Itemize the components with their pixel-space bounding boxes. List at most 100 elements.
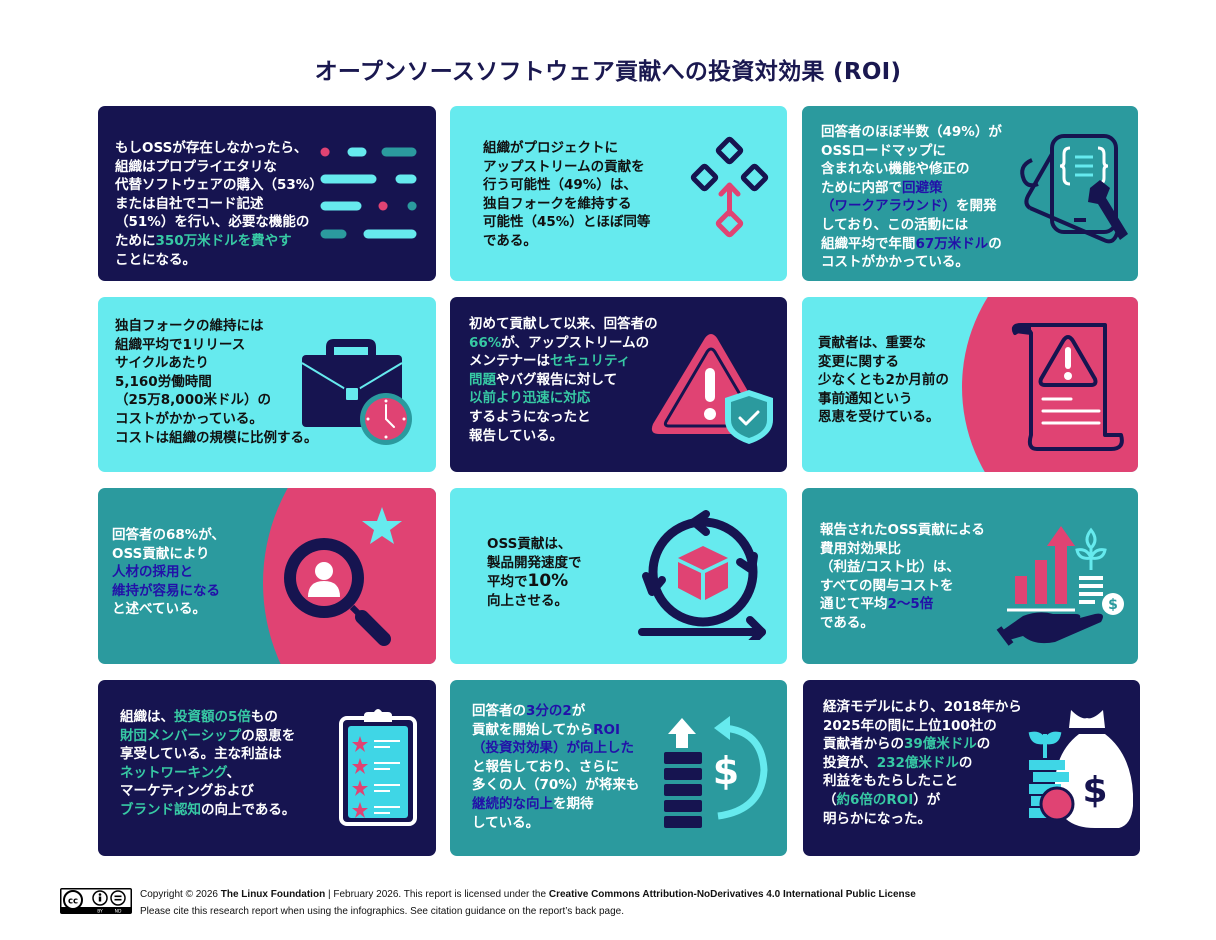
card-text: 報告されたOSS貢献による費用対効果比 （利益/コスト比）は、すべての関与コストを…	[820, 521, 985, 633]
text-segment: コストがかかっている。	[115, 410, 263, 427]
svg-text:ND: ND	[115, 909, 122, 915]
text-line: 向上させる。	[487, 592, 582, 611]
text-segment: 貢献者は、重要な	[818, 335, 926, 351]
text-line: と報告しており、さらに	[472, 758, 639, 777]
text-segment: 事前通知という	[818, 390, 913, 407]
text-segment: もしOSSが存在しなかったら、	[115, 140, 308, 156]
text-segment: （25万8,000米ドル）の	[115, 392, 271, 409]
license-link[interactable]: Creative Commons Attribution-NoDerivativ…	[548, 889, 916, 900]
card-text: 回答者の3分の2が貢献を開始してからROI（投資対効果）が向上したと報告しており…	[472, 702, 639, 832]
text-segment: もの	[250, 709, 278, 725]
citation-line: Please cite this research report when us…	[140, 906, 624, 917]
text-segment: 費用対効果比	[820, 540, 901, 557]
card-text: OSS貢献は、製品開発速度で平均で10%向上させる。	[487, 535, 582, 610]
highlight-text: （ワークアラウンド）	[821, 198, 956, 215]
text-segment: 多くの人（70%）が将来も	[472, 777, 640, 794]
text-line: である。	[820, 614, 985, 633]
text-segment: 代替ソフトウェアの購入（53%）	[115, 177, 323, 194]
warning-document-icon	[1011, 323, 1124, 451]
highlight-text: 人材の採用と	[112, 564, 193, 581]
text-segment: 通じて平均	[820, 596, 888, 613]
text-line: OSSロードマップに	[821, 142, 1002, 161]
text-line: 貢献を開始してからROI	[472, 721, 639, 740]
card-dev-velocity: OSS貢献は、製品開発速度で平均で10%向上させる。	[450, 488, 787, 664]
text-line: 2025年の間に上位100社の	[823, 717, 1022, 736]
text-line: 多くの人（70%）が将来も	[472, 776, 639, 795]
text-line: 少なくとも2か月前の	[818, 371, 949, 390]
text-line: 継続的な向上を期待	[472, 795, 639, 814]
text-segment: 報告されたOSS貢献による	[820, 522, 985, 538]
card-benefit-cost-ratio: 報告されたOSS貢献による費用対効果比 （利益/コスト比）は、すべての関与コストを…	[802, 488, 1138, 664]
text-segment: の	[976, 736, 991, 753]
text-segment: 変更に関する	[818, 353, 899, 370]
text-line: 経済モデルにより、2018年から	[823, 698, 1022, 717]
text-segment: 少なくとも2か月前の	[818, 372, 949, 389]
highlight-text: 維持が容易になる	[112, 582, 220, 599]
highlight-text: 約6倍のROI	[836, 791, 914, 808]
text-line: コストがかかっている。	[821, 253, 1002, 272]
text-line: （約6倍のROI）が	[823, 791, 1022, 810]
highlight-text: ブランド認知	[120, 801, 201, 818]
card-text: 組織は、投資額の5倍もの財団メンバーシップの恩恵を享受している。主な利益はネット…	[120, 708, 295, 820]
copyright-line: Copyright © 2026 The Linux Foundation | …	[140, 889, 916, 900]
card-text: 組織がプロジェクトにアップストリームの貢献を行う可能性（49%）は、独自フォーク…	[483, 139, 650, 251]
text-segment: しており、この活動には	[821, 216, 969, 233]
page-title: オープンソースソフトウェア貢献への投資対効果 (ROI)	[314, 59, 902, 85]
card-foundation-membership: 組織は、投資額の5倍もの財団メンバーシップの恩恵を享受している。主な利益はネット…	[98, 680, 436, 856]
text-segment: である。	[483, 232, 537, 249]
text-line: （利益/コスト比）は、	[820, 558, 985, 577]
text-segment: 利益をもたらしたこと	[823, 773, 958, 790]
text-segment: メンテナーは	[469, 353, 550, 370]
text-segment: 初めて貢献して以来、回答者の	[469, 316, 658, 332]
text-line: 独自フォークの維持には	[115, 317, 318, 336]
text-segment: 回答者のほぼ半数（49%）が	[821, 124, 1002, 140]
text-segment: の	[988, 235, 1002, 252]
text-line: 問題やバグ報告に対して	[469, 371, 658, 390]
text-line: 回答者のほぼ半数（49%）が	[821, 123, 1002, 142]
text-line: すべての関与コストを	[820, 577, 985, 596]
clipboard-stars-icon	[339, 709, 417, 826]
text-line: 行う可能性（49%）は、	[483, 176, 650, 195]
text-line: サイクルあたり	[115, 354, 318, 373]
text-line: ブランド認知の向上である。	[120, 801, 295, 820]
text-line: 投資が、232億米ドルの	[823, 754, 1022, 773]
highlight-text: 66%	[469, 334, 502, 351]
text-line: 恩恵を受けている。	[818, 408, 949, 427]
text-line: 報告している。	[469, 427, 658, 446]
text-segment: ために	[115, 232, 156, 249]
text-line: （25万8,000米ドル）の	[115, 391, 318, 410]
text-segment: の向上である。	[201, 801, 296, 818]
text-segment: （利益/コスト比）は、	[820, 559, 960, 576]
text-line: 含まれない機能や修正の	[821, 160, 1002, 179]
text-segment: ために内部で	[821, 179, 902, 196]
text-line: 平均で10%	[487, 572, 582, 592]
text-line: 費用対効果比	[820, 540, 985, 559]
text-line: （51%）を行い、必要な機能の	[115, 213, 323, 232]
text-line: もしOSSが存在しなかったら、	[115, 139, 323, 158]
svg-text:$: $	[1082, 770, 1107, 811]
highlight-text: 350万米ドルを費やす	[155, 232, 292, 249]
text-line: 利益をもたらしたこと	[823, 772, 1022, 791]
text-segment: 経済モデルにより、2018年から	[823, 699, 1022, 715]
text-line: している。	[472, 814, 639, 833]
linux-foundation-link[interactable]: The Linux Foundation	[220, 889, 326, 900]
text-line: 享受している。主な利益は	[120, 745, 295, 764]
text-segment: の恩恵を	[241, 727, 296, 744]
highlight-text: 継続的な向上	[472, 795, 553, 812]
text-line: 初めて貢献して以来、回答者の	[469, 315, 658, 334]
text-segment: 組織平均で1リリース	[115, 336, 246, 353]
text-line: 財団メンバーシップの恩恵を	[120, 727, 295, 746]
money-bag-coins-icon: $	[1028, 710, 1133, 828]
text-segment: 10%	[527, 571, 569, 592]
card-proprietary-alternative: もしOSSが存在しなかったら、組織はプロプライエタリな代替ソフトウェアの購入（5…	[98, 106, 436, 281]
highlight-text: 回避策	[902, 179, 943, 196]
text-line: 事前通知という	[818, 390, 949, 409]
text-segment: （51%）を行い、必要な機能の	[115, 214, 310, 231]
text-segment: 可能性（45%）とほぼ同等	[483, 214, 651, 231]
card-text: 回答者の68%が、OSS貢献により人材の採用と維持が容易になると述べている。	[112, 526, 225, 619]
card-advance-notice: 貢献者は、重要な変更に関する少なくとも2か月前の事前通知という恩恵を受けている。	[802, 297, 1138, 472]
cc-by-nd-icon[interactable]: cc BY ND	[60, 888, 132, 915]
text-segment: （	[823, 791, 837, 808]
text-segment: コストがかかっている。	[821, 254, 969, 271]
highlight-text: 問題	[469, 371, 496, 388]
